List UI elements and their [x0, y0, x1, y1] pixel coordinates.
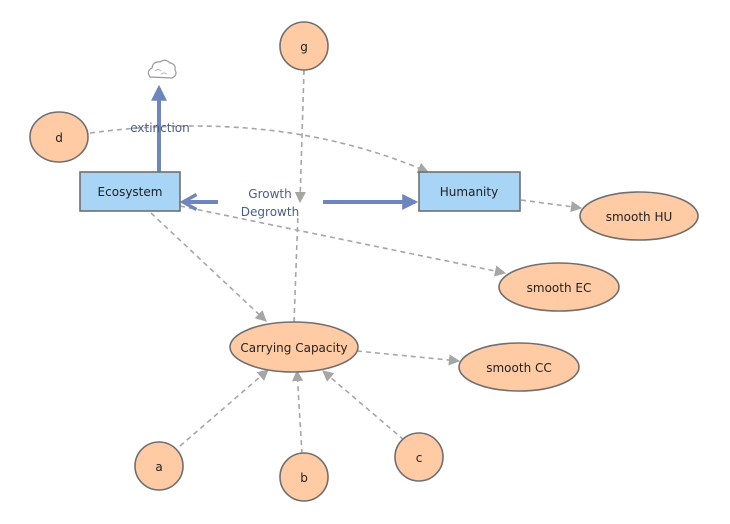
variable-g-label: g [300, 40, 308, 54]
link-ecosystem-to-smooth-ec [179, 205, 507, 277]
link-carrying-capacity-to-valve [293, 213, 299, 323]
variable-b-label: b [300, 471, 308, 485]
stock-ecosystem[interactable]: Ecosystem [79, 171, 181, 212]
variable-smooth-cc-label: smooth CC [486, 361, 552, 375]
variable-smooth-hu-label: smooth HU [606, 210, 673, 224]
link-ecosystem-to-carrying-capacity [150, 212, 267, 322]
link-d-to-humanity [89, 125, 430, 174]
variable-smooth-ec-label: smooth EC [527, 281, 592, 295]
variable-smooth-cc[interactable]: smooth CC [458, 342, 580, 392]
variable-b[interactable]: b [279, 452, 329, 502]
link-g-to-growth-valve [294, 69, 306, 204]
variable-a-label: a [155, 460, 162, 474]
variable-d-label: d [55, 131, 63, 145]
variable-carrying-capacity-label: Carrying Capacity [240, 341, 347, 355]
stock-humanity-label: Humanity [440, 185, 498, 199]
degrowth-label: Degrowth [241, 205, 299, 219]
flow-extinction[interactable]: extinction [130, 84, 190, 172]
cloud-icon [147, 59, 177, 79]
variable-c[interactable]: c [394, 432, 444, 482]
flow-growth-degrowth[interactable]: Growth Degrowth [183, 187, 419, 219]
stock-humanity[interactable]: Humanity [418, 171, 521, 212]
link-c-to-carrying-capacity [322, 370, 405, 441]
extinction-label: extinction [130, 121, 190, 135]
variable-d[interactable]: d [29, 111, 89, 163]
variable-a[interactable]: a [134, 441, 184, 491]
variable-smooth-ec[interactable]: smooth EC [498, 262, 620, 312]
variable-smooth-hu[interactable]: smooth HU [579, 191, 699, 241]
link-humanity-to-smooth-hu [520, 199, 583, 213]
variable-g[interactable]: g [279, 21, 329, 71]
variable-carrying-capacity[interactable]: Carrying Capacity [229, 321, 359, 373]
stock-ecosystem-label: Ecosystem [98, 185, 163, 199]
link-a-to-carrying-capacity [179, 369, 269, 447]
link-carrying-capacity-to-smooth-cc [356, 350, 461, 366]
link-b-to-carrying-capacity [292, 369, 304, 455]
variable-c-label: c [416, 451, 423, 465]
growth-label: Growth [248, 187, 291, 201]
